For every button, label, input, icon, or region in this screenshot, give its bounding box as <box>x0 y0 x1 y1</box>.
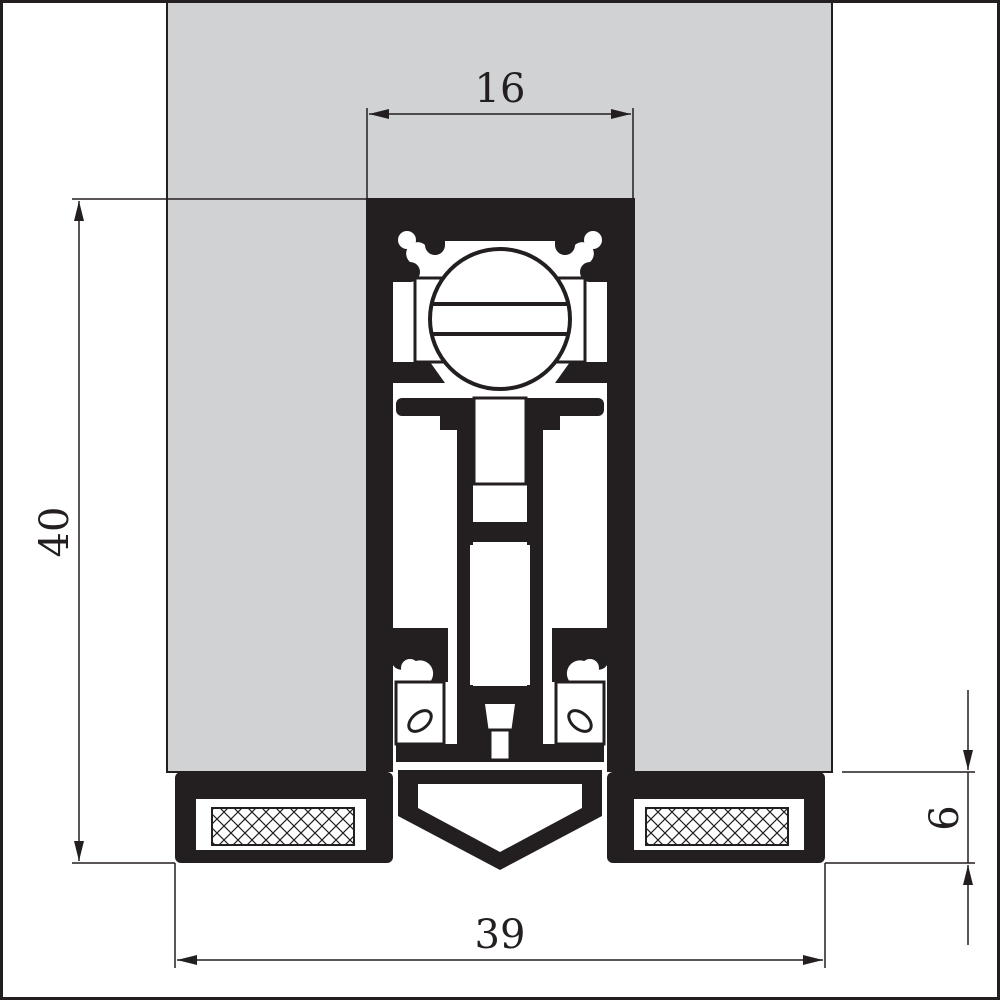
dimension-label-bottom: 39 <box>475 912 526 958</box>
lifting-mechanism <box>396 396 604 758</box>
dimension-side-height: 6 <box>825 690 975 945</box>
dimension-top-width: 16 <box>366 66 634 199</box>
drop-seal <box>398 770 602 870</box>
dimension-label-top: 16 <box>475 66 526 112</box>
dimension-bottom-width: 39 <box>174 863 826 968</box>
bottom-rail-left <box>175 772 393 863</box>
seal-profile-housing <box>366 198 634 772</box>
screw-bosses-top <box>393 227 607 282</box>
dimension-height: 40 <box>32 198 367 864</box>
adjustment-screw <box>393 247 607 391</box>
dimension-label-side: 6 <box>922 805 968 830</box>
dimension-label-height: 40 <box>32 507 78 558</box>
bottom-rail-right <box>607 772 825 863</box>
screw-bosses-bottom <box>393 628 607 762</box>
